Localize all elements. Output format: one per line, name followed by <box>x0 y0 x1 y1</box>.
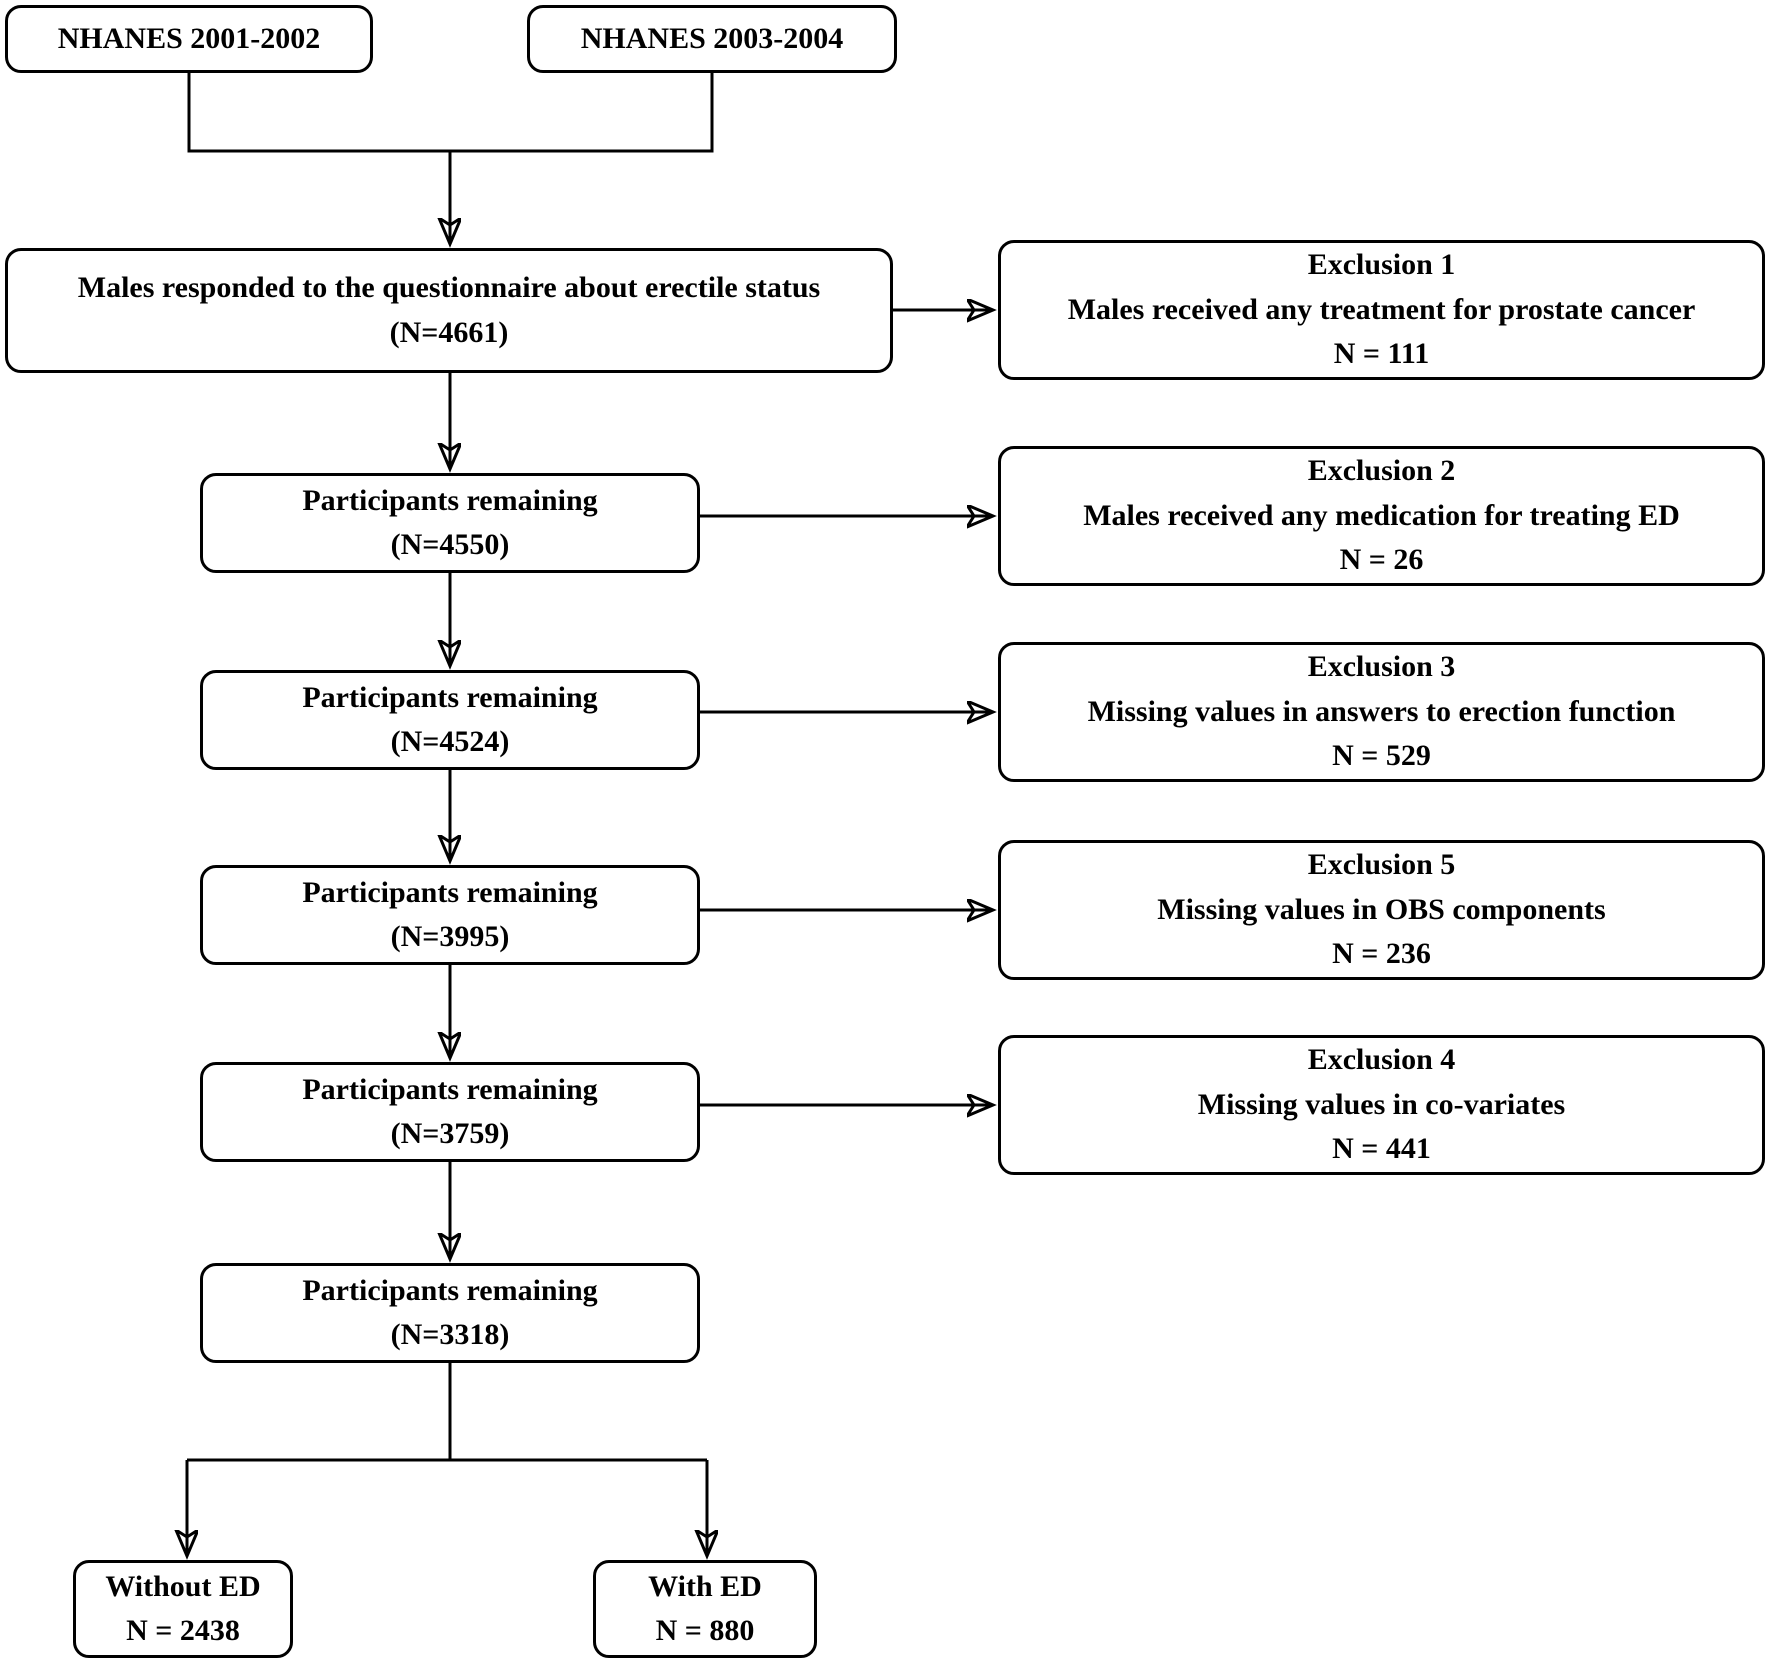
box-n: (N=4661) <box>389 315 509 349</box>
exclusion-n: N = 441 <box>1332 1132 1431 1166</box>
box-title: Participants remaining <box>302 680 598 714</box>
without-ed-box: Without ED N = 2438 <box>73 1560 293 1658</box>
eligible-males-box: Males responded to the questionnaire abo… <box>5 248 893 373</box>
box-title: Males responded to the questionnaire abo… <box>77 271 821 305</box>
box-n: (N=3995) <box>390 920 510 953</box>
exclusion-reason: Missing values in answers to erection fu… <box>1087 694 1676 728</box>
exclusion-reason: Missing values in co-variates <box>1197 1087 1566 1121</box>
exclusion-3-box: Exclusion 3 Missing values in answers to… <box>998 642 1765 782</box>
box-title: Participants remaining <box>302 1072 598 1106</box>
exclusion-2-box: Exclusion 2 Males received any medicatio… <box>998 446 1765 586</box>
merge-connector <box>187 73 714 153</box>
exclusion-title: Exclusion 5 <box>1307 848 1456 882</box>
box-n: (N=3759) <box>390 1117 510 1150</box>
box-label: NHANES 2003-2004 <box>580 21 844 55</box>
exclusion-n: N = 26 <box>1339 543 1424 577</box>
with-ed-box: With ED N = 880 <box>593 1560 817 1658</box>
exclusion-title: Exclusion 3 <box>1307 650 1456 684</box>
exclusion-title: Exclusion 2 <box>1307 454 1456 488</box>
box-n: (N=3318) <box>390 1318 510 1351</box>
exclusion-n: N = 111 <box>1333 337 1430 371</box>
box-title: Participants remaining <box>302 483 598 517</box>
exclusion-reason: Missing values in OBS components <box>1157 892 1606 926</box>
exclusion-title: Exclusion 4 <box>1307 1043 1456 1077</box>
exclusion-1-box: Exclusion 1 Males received any treatment… <box>998 240 1765 380</box>
box-label: NHANES 2001-2002 <box>57 21 321 55</box>
box-n: (N=4550) <box>390 528 510 561</box>
exclusion-reason: Males received any treatment for prostat… <box>1067 292 1696 326</box>
box-n: (N=4524) <box>390 725 510 758</box>
box-n: N = 2438 <box>126 1614 240 1647</box>
remaining-n3318-box: Participants remaining (N=3318) <box>200 1263 700 1363</box>
exclusion-n: N = 236 <box>1332 937 1431 971</box>
nhanes-2003-2004-box: NHANES 2003-2004 <box>527 5 897 73</box>
box-label: With ED <box>648 1569 762 1603</box>
remaining-n4550-box: Participants remaining (N=4550) <box>200 473 700 573</box>
box-n: N = 880 <box>655 1614 755 1647</box>
exclusion-n: N = 529 <box>1332 739 1431 773</box>
box-title: Participants remaining <box>302 1273 598 1307</box>
exclusion-5-box: Exclusion 5 Missing values in OBS compon… <box>998 840 1765 980</box>
exclusion-reason: Males received any medication for treati… <box>1083 498 1680 532</box>
remaining-n3995-box: Participants remaining (N=3995) <box>200 865 700 965</box>
exclusion-4-box: Exclusion 4 Missing values in co-variate… <box>998 1035 1765 1175</box>
remaining-n4524-box: Participants remaining (N=4524) <box>200 670 700 770</box>
split-connector <box>187 1363 707 1462</box>
exclusion-title: Exclusion 1 <box>1307 248 1456 282</box>
box-label: Without ED <box>105 1569 261 1603</box>
remaining-n3759-box: Participants remaining (N=3759) <box>200 1062 700 1162</box>
box-title: Participants remaining <box>302 875 598 909</box>
nhanes-2001-2002-box: NHANES 2001-2002 <box>5 5 373 73</box>
